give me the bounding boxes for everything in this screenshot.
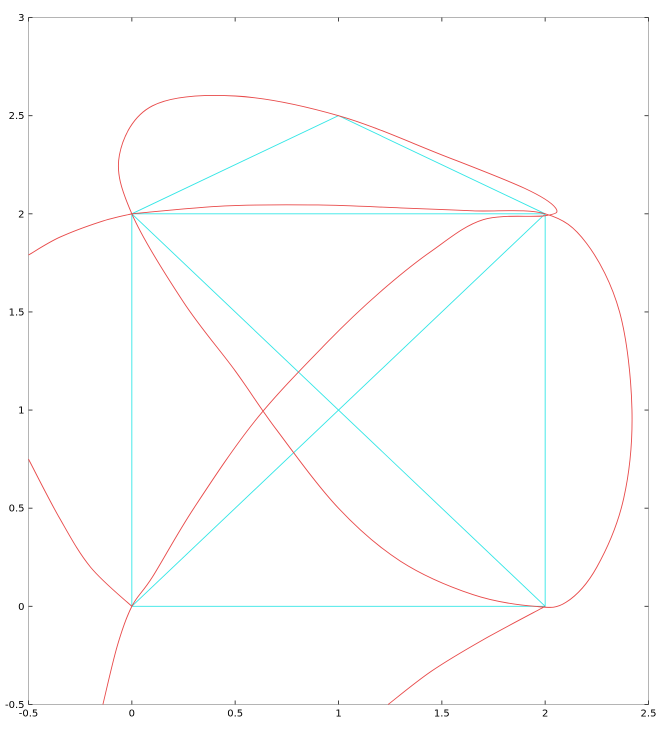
x-tick-label-1: 0 [129,709,135,720]
curve-line-4 [102,95,633,705]
construction-line-2 [131,213,546,607]
y-tick-label-1: 0 [18,602,24,613]
x-tick-label-6: 2.5 [641,709,657,720]
y-tick-label-4: 1.5 [9,307,25,318]
x-tick-label-4: 1.5 [434,709,450,720]
y-tick-label-7: 3 [18,13,24,24]
ticks-layer: -0.5 0 0.5 1 1.5 2 2.5 -0.5 0 0.5 1 1.5 2 2.5 3 [5,13,656,720]
y-tick-label-5: 2 [18,209,24,220]
x-tick-label-3: 1 [335,709,341,720]
x-tick-label-2: 0.5 [227,709,243,720]
y-tick-label-0: -0.5 [5,700,25,711]
axes-frame [28,17,649,705]
x-tick-label-0: -0.5 [19,709,39,720]
y-tick-label-3: 1 [18,406,24,417]
curve-line-6 [28,458,133,607]
x-tick-label-5: 2 [542,709,548,720]
curve-line-5 [28,213,132,256]
y-tick-label-6: 2.5 [9,111,25,122]
y-tick-label-2: 0.5 [9,504,25,515]
curves-layer [28,95,633,705]
curve-line-7 [387,605,546,705]
